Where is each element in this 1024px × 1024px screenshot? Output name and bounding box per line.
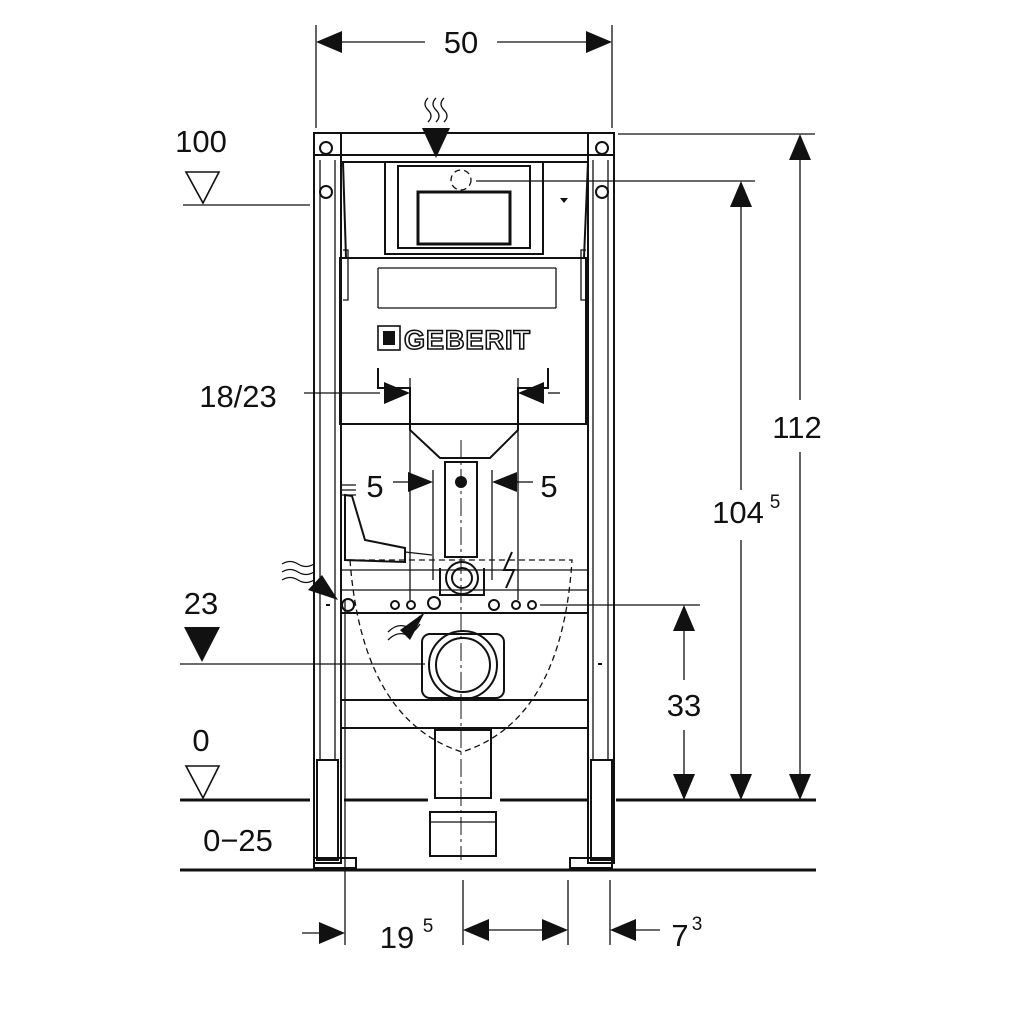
dimension-supply: 5 5	[366, 440, 558, 860]
actuator-height-sup: 5	[770, 492, 781, 513]
level-23-label: 23	[184, 586, 218, 621]
level-0-label: 0	[192, 723, 209, 758]
frame-offset-left-sup: 5	[423, 916, 434, 937]
level-marker-100: 100	[175, 124, 310, 206]
total-height-label: 112	[772, 410, 821, 445]
dimension-total-height: 112	[618, 133, 822, 800]
frame-offset-right-label: 7	[671, 918, 688, 953]
cistern	[339, 161, 590, 600]
width-top-label: 50	[444, 25, 478, 60]
supply-left-label: 5	[366, 469, 383, 504]
frame-offset-right-sup: 3	[692, 914, 703, 935]
supply-right-label: 5	[540, 469, 557, 504]
dimension-supply-height: 33	[540, 604, 701, 800]
supply-height-label: 33	[667, 688, 701, 723]
geberit-logo: GEBERIT	[377, 324, 531, 356]
dimension-flush-opening: 18/23	[199, 378, 560, 430]
flush-opening-label: 18/23	[199, 379, 277, 414]
wave-symbols	[281, 97, 450, 641]
level-100-label: 100	[175, 124, 227, 159]
floor-lines	[180, 798, 816, 872]
installation-frame	[313, 132, 615, 869]
wc-bowl-outline	[349, 559, 573, 753]
drain-connection	[421, 630, 505, 857]
dimension-bottom-offsets: 19 5 7 3	[302, 600, 702, 955]
logo-text: GEBERIT	[404, 325, 531, 355]
valve-assembly	[340, 484, 588, 612]
dimension-width-top: 50	[315, 25, 613, 128]
level-marker-23: 23	[180, 586, 425, 665]
frame-offset-left-label: 19	[380, 920, 414, 955]
floor-range-label: 0−25	[203, 823, 273, 858]
dimension-actuator-height: 104 5	[476, 180, 781, 800]
actuator-height-label: 104	[712, 495, 764, 530]
level-marker-0: 0	[184, 723, 221, 800]
